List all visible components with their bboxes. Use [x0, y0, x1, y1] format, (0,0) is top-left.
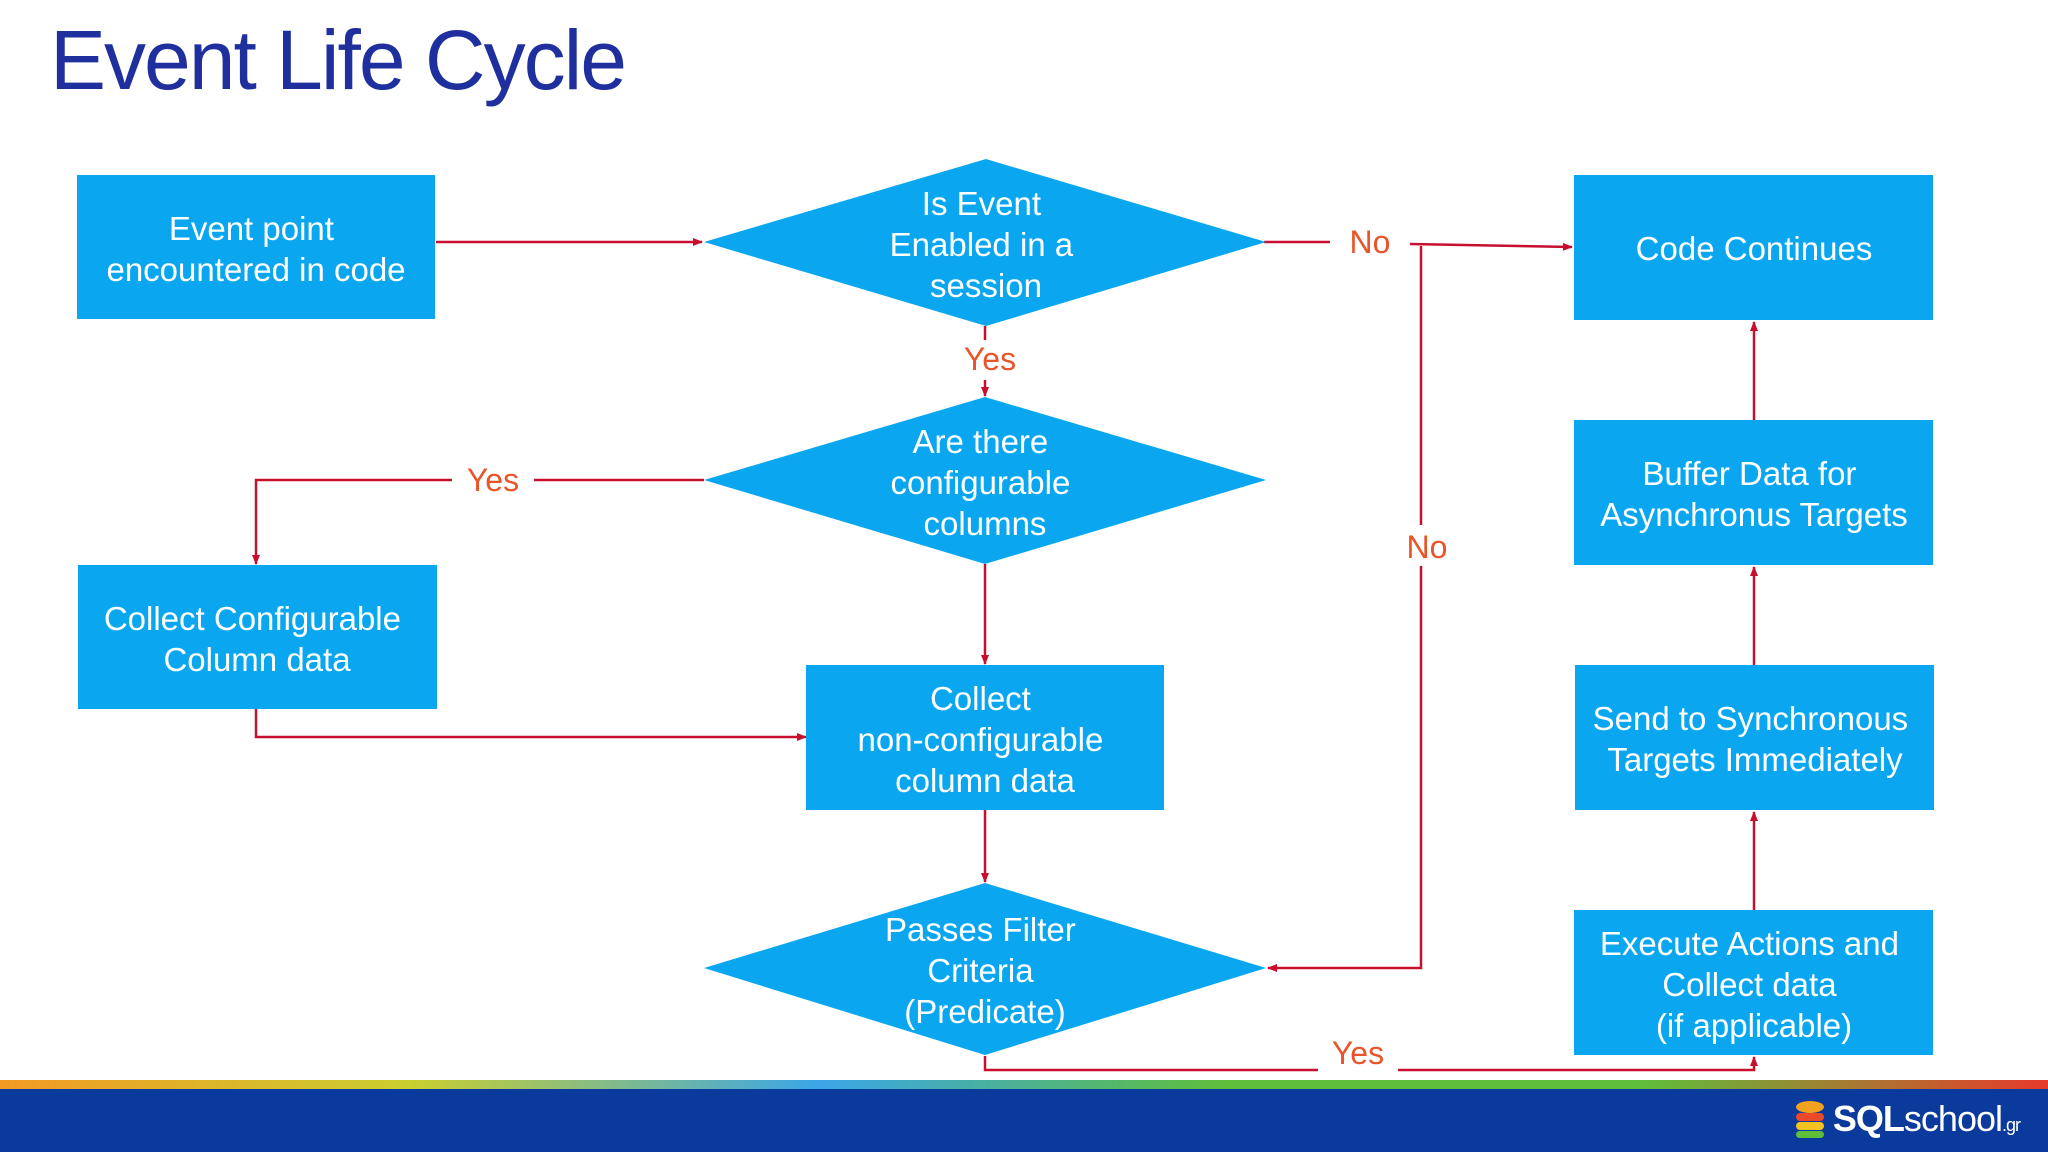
node-collect-nonconfigurable-line-3: column data: [895, 762, 1075, 799]
node-is-enabled-decision: Is Event Enabled in a session: [704, 159, 1266, 326]
edge-filter-yes-left: [983, 1056, 1318, 1072]
node-is-enabled-line-1: Is Event: [922, 185, 1041, 222]
svg-text:Code Continues: Code Continues: [1636, 230, 1873, 267]
node-send-sync: Send to Synchronous Targets Immediately: [1575, 665, 1934, 810]
footer-color-stripe: [0, 1080, 2048, 1089]
node-passes-filter-decision: Passes Filter Criteria (Predicate): [704, 883, 1266, 1055]
node-passes-filter-line-2: Criteria: [927, 952, 1034, 989]
node-execute-actions: Execute Actions and Collect data (if app…: [1574, 910, 1933, 1055]
node-buffer-data-line-1: Buffer Data for: [1642, 455, 1856, 492]
edge-configurable-data-to-nonconfigurable: [254, 708, 807, 741]
node-execute-actions-line-3: (if applicable): [1656, 1007, 1852, 1044]
node-configurable-columns-line-1: Are there: [913, 423, 1049, 460]
slide-title: Event Life Cycle: [50, 13, 627, 107]
logo-text-bold: SQL: [1832, 1098, 1905, 1139]
logo-text-light: school: [1903, 1098, 2003, 1139]
svg-text:Are there configurable: Are there configurable columns: [891, 423, 1080, 542]
svg-text:Send to Synchronous Ta: Send to Synchronous Targets Immediately: [1593, 700, 1918, 778]
database-stack-icon: [1795, 1101, 1824, 1138]
svg-text:Is Event Enabled in a: Is Event Enabled in a session: [890, 185, 1083, 304]
node-event-point: Event point encountered in code: [77, 175, 435, 319]
node-passes-filter-line-3: (Predicate): [904, 993, 1065, 1030]
node-code-continues: Code Continues: [1574, 175, 1933, 320]
edge-label-filter-yes: Yes: [1332, 1035, 1384, 1071]
node-buffer-data-line-2: Asynchronus Targets: [1600, 496, 1908, 533]
node-configurable-columns-decision: Are there configurable columns: [704, 397, 1266, 564]
node-collect-nonconfigurable-line-2: non-configurable: [857, 721, 1103, 758]
svg-text:Buffer Data for Asynch: Buffer Data for Asynchronus Targets: [1600, 455, 1908, 533]
node-collect-configurable: Collect Configurable Column data: [78, 565, 437, 709]
node-code-continues-line-1: Code Continues: [1636, 230, 1873, 267]
svg-text:Collect Configurable C: Collect Configurable Column data: [104, 600, 410, 678]
node-event-point-line-1: Event point: [169, 210, 334, 247]
edge-enabled-no-to-code-continues-2: [1409, 242, 1573, 251]
node-passes-filter-line-1: Passes Filter: [885, 911, 1076, 948]
edge-label-configurable-yes: Yes: [467, 462, 519, 498]
svg-text:Execute Actions and Co: Execute Actions and Collect data (if app…: [1600, 925, 1908, 1044]
edge-configurable-yes-to-collect-configurable: [252, 478, 452, 565]
node-is-enabled-line-2: Enabled in a: [890, 226, 1074, 263]
edge-label-enabled-yes: Yes: [964, 341, 1016, 377]
node-event-point-line-2: encountered in code: [106, 251, 405, 288]
sqlschool-logo: SQLschool.gr: [1795, 1098, 2021, 1140]
node-is-enabled-line-3: session: [930, 267, 1042, 304]
node-execute-actions-line-1: Execute Actions and: [1600, 925, 1899, 962]
node-buffer-data: Buffer Data for Asynchronus Targets: [1574, 420, 1933, 565]
logo-text-suffix: .gr: [2001, 1115, 2021, 1135]
node-execute-actions-line-2: Collect data: [1662, 966, 1837, 1003]
edge-filter-no-lower: [1267, 566, 1423, 972]
node-collect-nonconfigurable-line-1: Collect: [930, 680, 1031, 717]
svg-text:Collect non-configurab: Collect non-configurable column data: [857, 680, 1112, 799]
node-collect-nonconfigurable: Collect non-configurable column data: [806, 665, 1164, 810]
node-configurable-columns-line-3: columns: [924, 505, 1047, 542]
node-send-sync-line-2: Targets Immediately: [1607, 741, 1903, 778]
flowchart: No Yes Yes No Yes Event point encountere…: [77, 159, 1934, 1072]
node-collect-configurable-line-1: Collect Configurable: [104, 600, 401, 637]
logo-text: SQLschool.gr: [1832, 1098, 2021, 1140]
svg-text:Event point encountere: Event point encountered in code: [106, 210, 405, 288]
footer-bar: [0, 1089, 2048, 1152]
node-configurable-columns-line-2: configurable: [891, 464, 1071, 501]
edge-label-enabled-no: No: [1350, 224, 1391, 260]
svg-text:Passes Filter Criteria: Passes Filter Criteria (Predicate): [885, 911, 1085, 1030]
node-send-sync-line-1: Send to Synchronous: [1593, 700, 1909, 737]
edge-label-filter-no: No: [1407, 529, 1448, 565]
edge-filter-yes-to-execute: [1398, 1056, 1758, 1072]
node-collect-configurable-line-2: Column data: [163, 641, 351, 678]
